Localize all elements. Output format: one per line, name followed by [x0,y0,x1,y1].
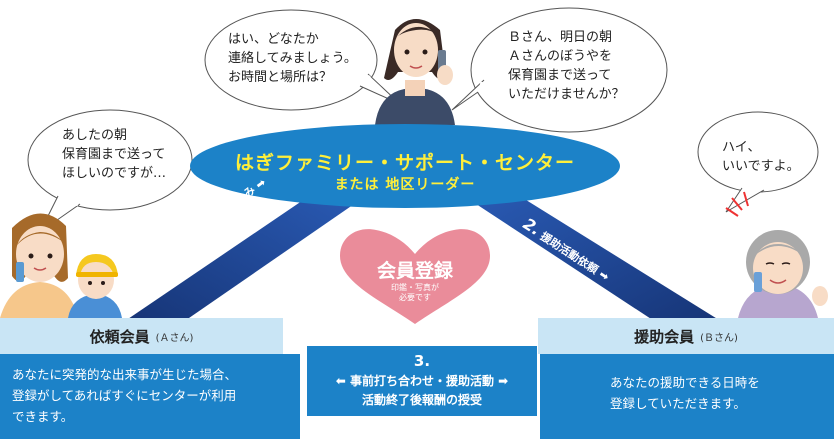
requester-member-description: あなたに突発的な出来事が生じた場合、 登録がしてあればすぐにセンターが利用 でき… [0,354,300,439]
coordinator-illustration [375,19,455,125]
center-subtitle: または 地区リーダー [334,177,476,193]
coordination-number: 3. [413,352,431,370]
helper-member-name: 援助会員 [634,327,695,346]
requester-illustration [0,213,122,318]
registration-heart [340,229,490,324]
coordination-line1: ⬅ 事前打ち合わせ・援助活動 ➡ [335,374,509,388]
arrow-band-request [100,190,360,338]
bubble-center-left [204,9,401,111]
bubble-helper-text: ハイ、 いいですよ。 [722,140,800,174]
bubble-helper [697,111,819,213]
requester-member-tag: (Ａさん) [155,332,194,344]
coordination-box: 3. ⬅ 事前打ち合わせ・援助活動 ➡ 活動終了後報酬の授受 [307,346,537,416]
requester-member-name: 依頼会員 [89,327,150,346]
bubble-requester-text: あしたの朝 保育園まで送って ほしいのですが… [62,128,167,181]
coordination-line2: 活動終了後報酬の授受 [361,393,482,407]
bubble-center-right [451,7,668,133]
helper-illustration [725,191,828,318]
helper-member-description: あなたの援助できる日時を 登録していただきます。 [540,354,834,439]
registration-title: 会員登録 [376,260,453,282]
center-title: はぎファミリー・サポート・センター [234,152,575,174]
helper-member-tag: (Ｂさん) [700,332,738,344]
arrow-band-help-request [470,190,748,338]
requester-member-header: 依頼会員 (Ａさん) [0,318,283,354]
bubble-center-left-text: はい、どなたか 連絡してみましょう。 お時間と場所は？ [228,32,357,85]
bubble-center-right-text: Ｂさん、明日の朝 Ａさんのぼうやを 保育園まで送って いただけませんか？ [508,30,625,102]
registration-note: 印鑑・写真が 必要です [391,283,439,302]
helper-member-header: 援助会員 (Ｂさん) [538,318,834,354]
center-ellipse [190,124,620,208]
